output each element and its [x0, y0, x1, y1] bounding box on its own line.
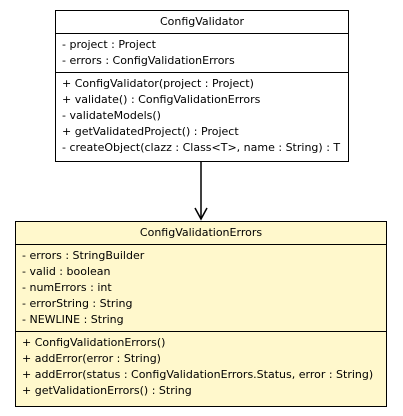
class-box-config-validation-errors[interactable]: ConfigValidationErrors - errors : String…	[15, 221, 387, 407]
operation: + addError(error : String)	[22, 352, 161, 365]
attributes-compartment: - errors : StringBuilder - valid : boole…	[16, 245, 386, 332]
operation: + ConfigValidator(project : Project)	[62, 77, 254, 90]
arrowhead-icon	[194, 207, 208, 221]
attribute: - valid : boolean	[22, 265, 111, 278]
operation: - createObject(clazz : Class<T>, name : …	[62, 141, 341, 154]
operation: + getValidatedProject() : Project	[62, 125, 239, 138]
operation: + ConfigValidationErrors()	[22, 336, 166, 349]
class-name: ConfigValidator	[56, 11, 348, 34]
attribute: - project : Project	[62, 38, 156, 51]
operation: - validateModels()	[62, 109, 161, 122]
class-name: ConfigValidationErrors	[16, 222, 386, 245]
operation: + getValidationErrors() : String	[22, 384, 192, 397]
attribute: - errorString : String	[22, 297, 133, 310]
attributes-compartment: - project : Project - errors : ConfigVal…	[56, 34, 348, 73]
class-box-config-validator[interactable]: ConfigValidator - project : Project - er…	[55, 10, 349, 162]
operation: + validate() : ConfigValidationErrors	[62, 93, 261, 106]
attribute: - NEWLINE : String	[22, 313, 124, 326]
operations-compartment: + ConfigValidator(project : Project) + v…	[56, 73, 348, 159]
operation: + addError(status : ConfigValidationErro…	[22, 368, 374, 381]
operations-compartment: + ConfigValidationErrors() + addError(er…	[16, 332, 386, 402]
attribute: - errors : ConfigValidationErrors	[62, 54, 235, 67]
attribute: - errors : StringBuilder	[22, 249, 145, 262]
attribute: - numErrors : int	[22, 281, 112, 294]
